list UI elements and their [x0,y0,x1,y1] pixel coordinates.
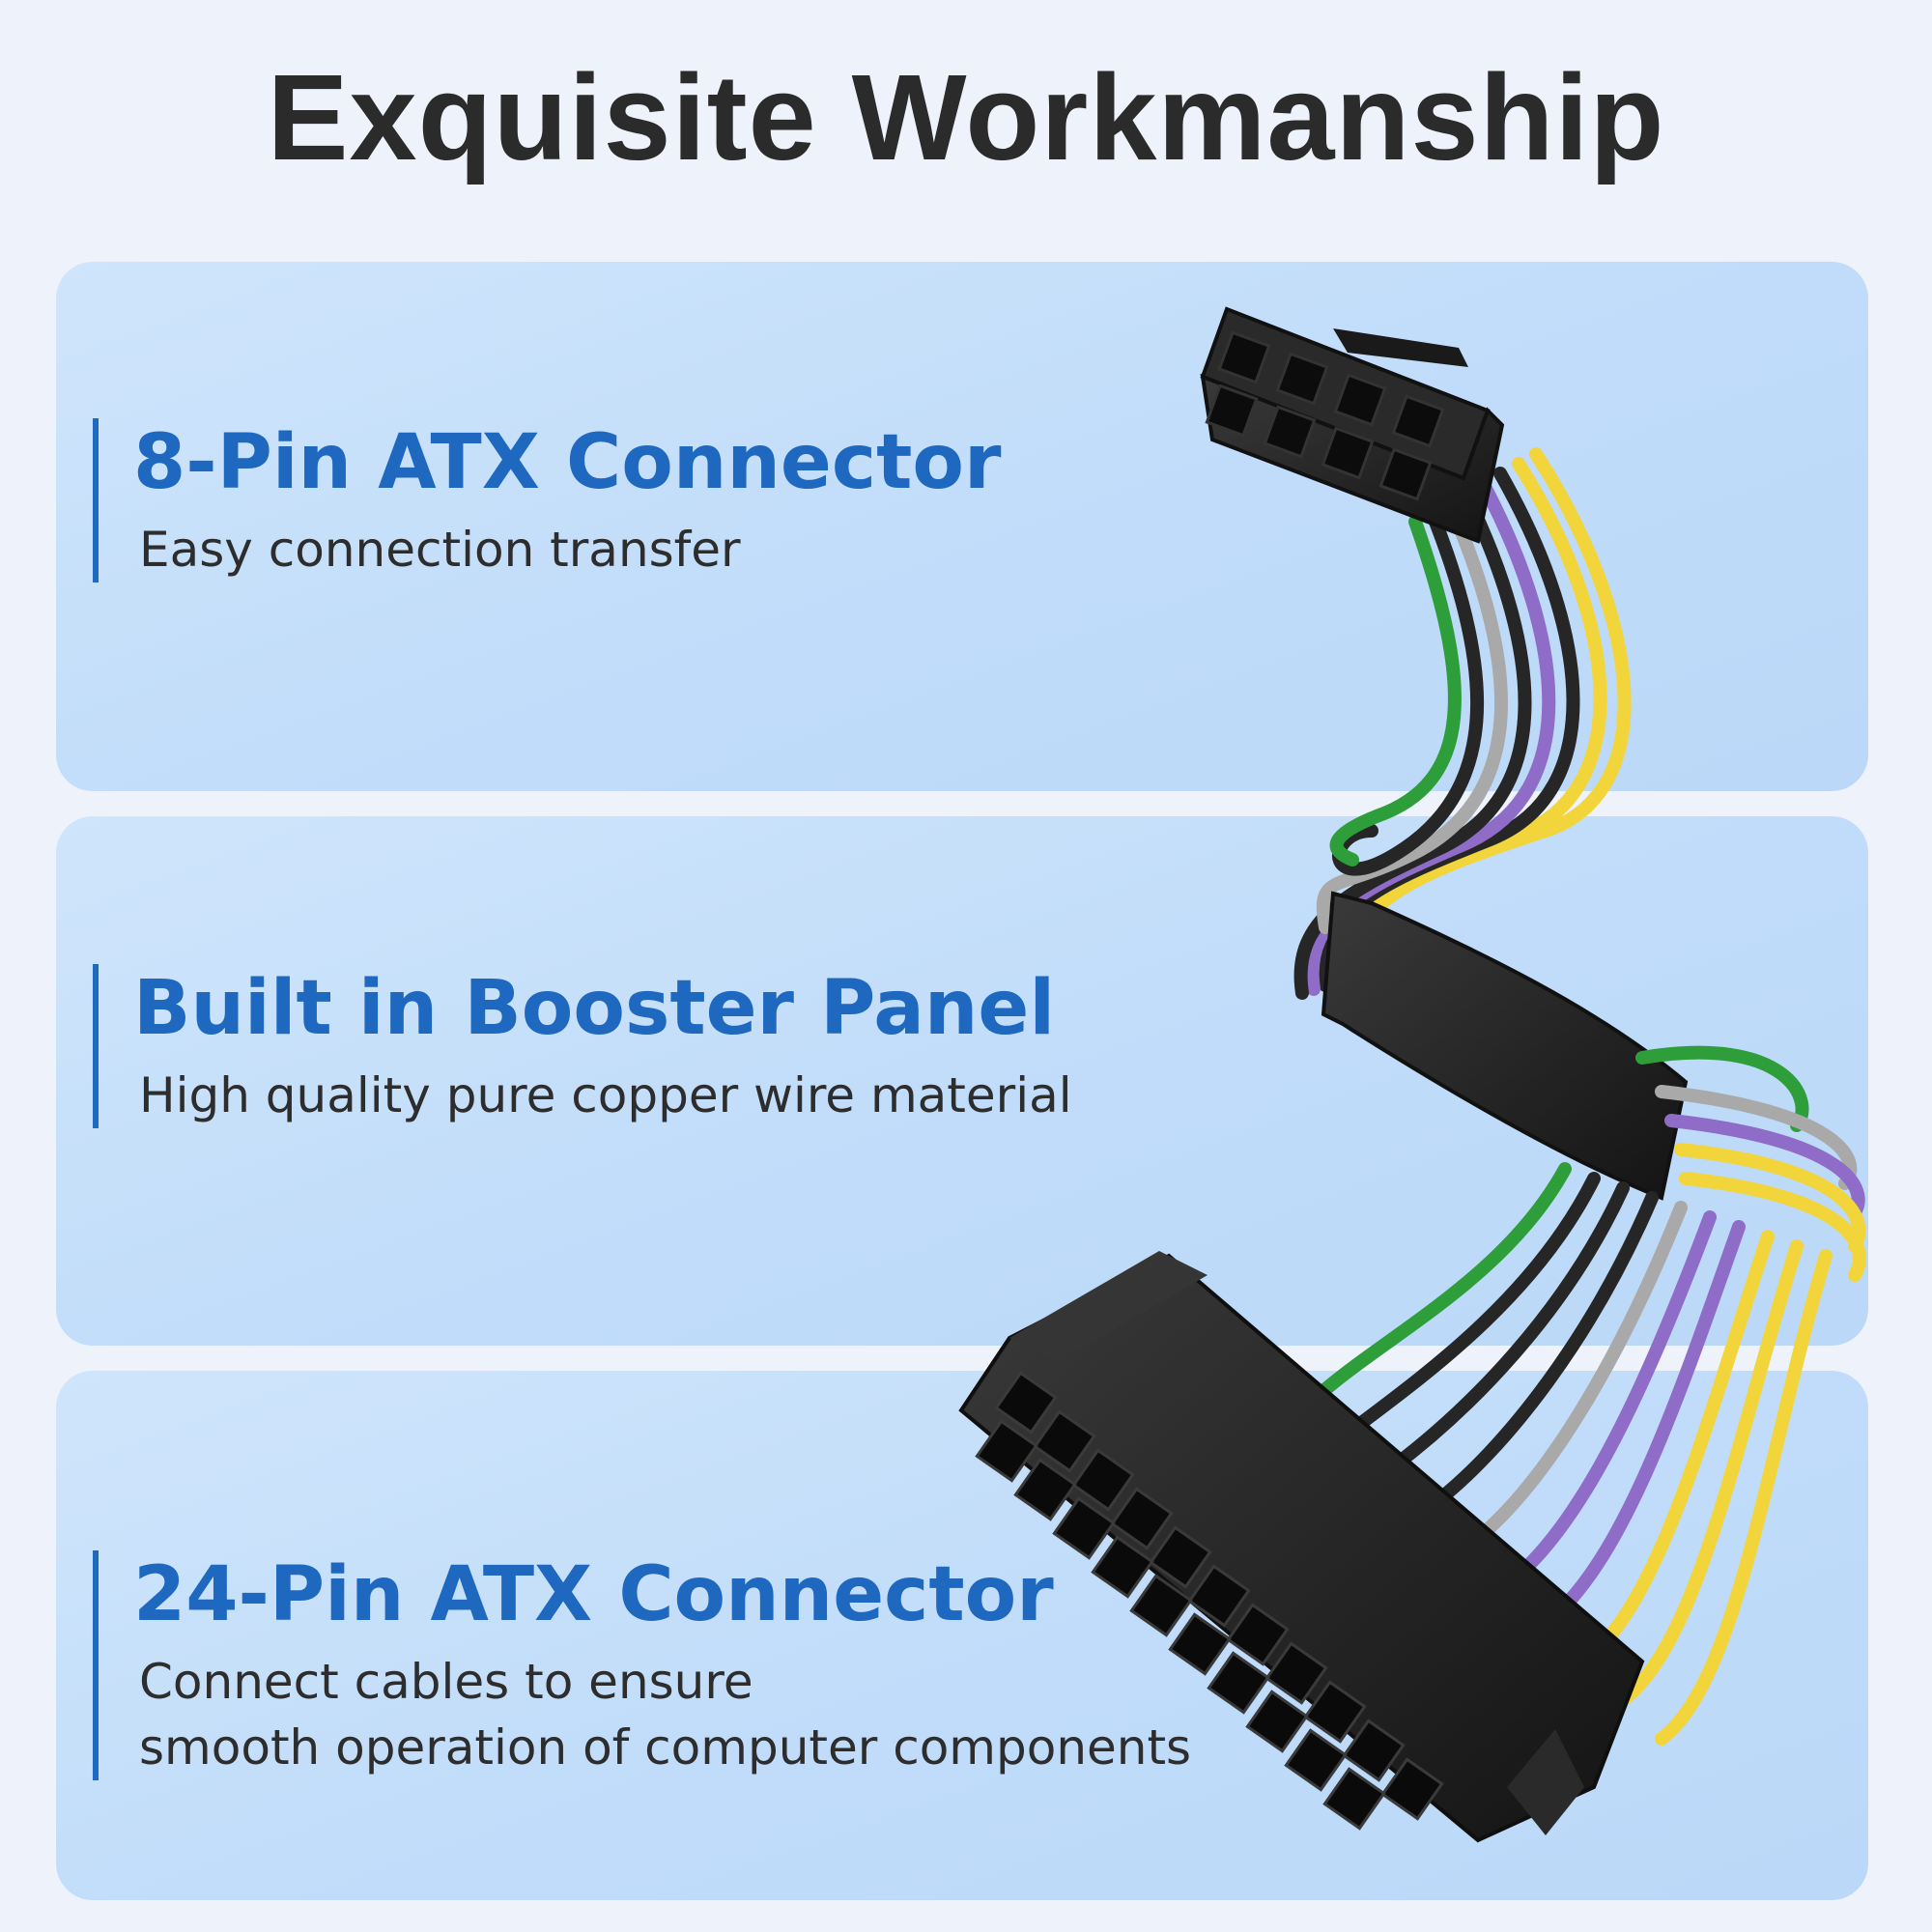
feature-block-booster: Built in Booster Panel High quality pure… [93,964,1072,1128]
feature-title: 8-Pin ATX Connector [133,419,1002,506]
feature-block-8pin: 8-Pin ATX Connector Easy connection tran… [93,418,1001,582]
feature-description: Connect cables to ensure [139,1654,753,1710]
feature-title: 24-Pin ATX Connector [133,1551,1054,1638]
page-title: Exquisite Workmanship [267,49,1665,185]
feature-panel-8pin: 8-Pin ATX Connector Easy connection tran… [56,262,1868,791]
feature-title: Built in Booster Panel [133,965,1056,1052]
feature-panel-booster: Built in Booster Panel High quality pure… [56,816,1868,1346]
feature-panel-24pin: 24-Pin ATX Connector Connect cables to e… [56,1371,1868,1900]
feature-description: High quality pure copper wire material [139,1067,1072,1123]
feature-description-line-2: smooth operation of computer components [139,1719,1192,1776]
feature-block-24pin: 24-Pin ATX Connector Connect cables to e… [93,1550,1191,1780]
feature-description: Easy connection transfer [139,522,741,578]
